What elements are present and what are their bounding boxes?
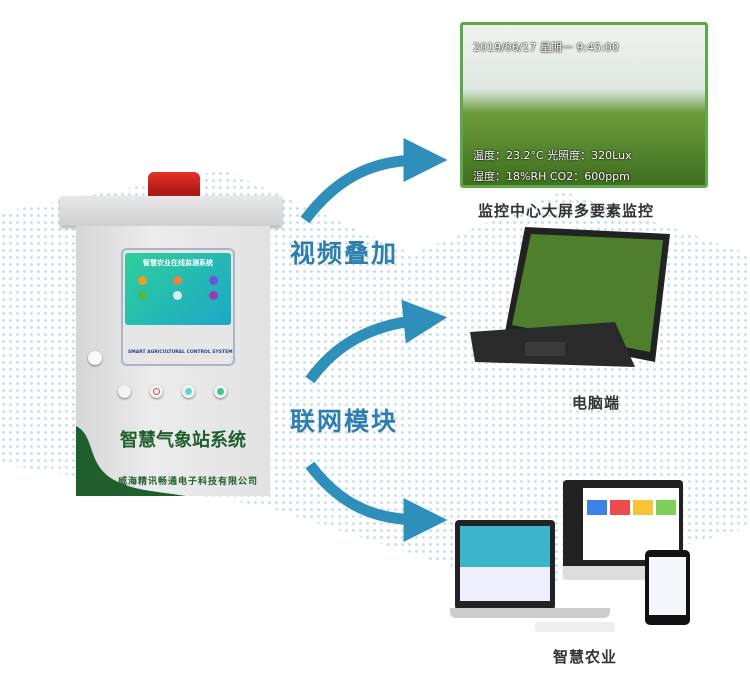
caption-pc: 电脑端 bbox=[572, 394, 621, 412]
sensor-icons bbox=[125, 276, 231, 285]
screen-title: 智慧农业在线监测系统 bbox=[143, 259, 213, 267]
screen-footer: SMART AGRICULTURAL CONTROL SYSTEM bbox=[128, 350, 233, 355]
green-wave-decoration bbox=[76, 426, 186, 496]
keyboard bbox=[535, 622, 615, 632]
alarm-beacon bbox=[148, 172, 200, 196]
cabinet-display: 智慧农业在线监测系统 bbox=[125, 253, 231, 325]
tablet bbox=[645, 550, 690, 625]
tablet-pc-image bbox=[470, 227, 670, 367]
greenhouse-video-frame: 2019/06/17 星期一 9:45:00 温度：23.2°C 光照度：320… bbox=[460, 22, 708, 188]
knob-cyan[interactable] bbox=[182, 385, 195, 398]
laptop bbox=[455, 520, 555, 610]
label-video-overlay: 视频叠加 bbox=[290, 239, 399, 268]
overlay-datetime: 2019/06/17 星期一 9:45:00 bbox=[473, 41, 619, 54]
cabinet-name: 智慧气象站系统 bbox=[120, 430, 246, 451]
knob-white[interactable] bbox=[118, 385, 131, 398]
knob-green[interactable] bbox=[214, 385, 227, 398]
company-name: 威海精讯畅通电子科技有限公司 bbox=[118, 477, 259, 487]
arrow-to-pc bbox=[305, 299, 448, 384]
label-network-module: 联网模块 bbox=[290, 407, 399, 436]
knob-red[interactable] bbox=[150, 385, 163, 398]
cabinet-roof bbox=[60, 196, 282, 226]
overlay-temp-light: 温度：23.2°C 光照度：320Lux bbox=[473, 149, 632, 162]
cabinet-lock-knob bbox=[88, 351, 102, 365]
devices-image bbox=[450, 470, 705, 635]
caption-smart-agriculture: 智慧农业 bbox=[553, 648, 618, 666]
caption-monitor: 监控中心大屏多要素监控 bbox=[478, 202, 655, 220]
arrow-to-monitor bbox=[300, 138, 448, 224]
overlay-humidity-co2: 湿度：18%RH CO2：600ppm bbox=[473, 170, 630, 183]
flow-arrows bbox=[300, 138, 448, 542]
arrow-to-web bbox=[305, 461, 448, 542]
